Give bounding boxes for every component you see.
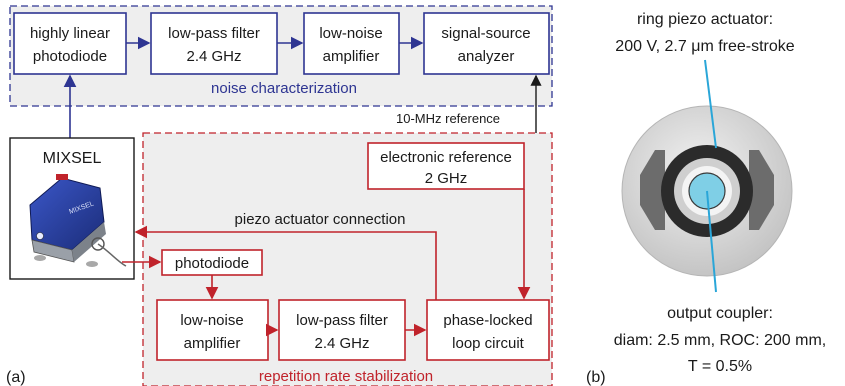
reference-label: 10-MHz reference (396, 111, 500, 126)
stab-lna-line1: low-noise (180, 312, 243, 329)
noise-lpf-line2: 2.4 GHz (186, 48, 241, 65)
mixsel-title: MIXSEL (43, 150, 102, 167)
stab-lna-line2: amplifier (184, 335, 241, 352)
coupler-label-line1: output coupler: (667, 305, 773, 322)
stab-lpf-line1: low-pass filter (296, 312, 388, 329)
ssa-line1: signal-source (441, 25, 530, 42)
pll-box: phase-locked loop circuit (426, 299, 550, 361)
ssa-box: signal-source analyzer (423, 12, 550, 75)
coupler-label-line3: T = 0.5% (688, 358, 752, 375)
noise-photodiode-line2: photodiode (33, 48, 107, 65)
stab-lpf-line2: 2.4 GHz (314, 335, 369, 352)
stab-lpf-box: low-pass filter 2.4 GHz (278, 299, 406, 361)
elec-ref-box: electronic reference 2 GHz (367, 142, 525, 190)
noise-lna-box: low-noise amplifier (303, 12, 400, 75)
noise-panel-label: noise characterization (211, 80, 357, 97)
noise-lna-line2: amplifier (323, 48, 380, 65)
pointer-piezo (704, 59, 717, 149)
ssa-line2: analyzer (458, 48, 515, 65)
arrow-piezo-connection (134, 225, 437, 300)
pll-line1: phase-locked (443, 312, 532, 329)
pointer-coupler (706, 190, 717, 293)
stab-panel-label: repetition rate stabilization (259, 368, 433, 385)
panel-a-label: (a) (6, 369, 26, 386)
elec-ref-line1: electronic reference (380, 149, 512, 166)
panel-b-label: (b) (586, 369, 606, 386)
noise-lpf-line1: low-pass filter (168, 25, 260, 42)
noise-photodiode-box: highly linear photodiode (13, 12, 127, 75)
mixsel-device-image: MIXSEL (29, 174, 127, 267)
pll-line2: loop circuit (452, 335, 525, 352)
piezo-label-line2: 200 V, 2.7 μm free-stroke (615, 38, 794, 55)
noise-lpf-box: low-pass filter 2.4 GHz (150, 12, 278, 75)
elec-ref-line2: 2 GHz (425, 170, 468, 187)
stab-lna-box: low-noise amplifier (156, 299, 269, 361)
piezo-connection-label: piezo actuator connection (235, 211, 406, 228)
stab-photodiode-box: photodiode (161, 249, 263, 276)
coupler-label-line2: diam: 2.5 mm, ROC: 200 mm, (614, 332, 827, 349)
piezo-label-line1: ring piezo actuator: (637, 11, 773, 28)
mixsel-box: MIXSEL MIXSEL (9, 137, 135, 280)
noise-photodiode-line1: highly linear (30, 25, 110, 42)
noise-lna-line1: low-noise (319, 25, 382, 42)
stab-photodiode-label: photodiode (175, 255, 249, 272)
